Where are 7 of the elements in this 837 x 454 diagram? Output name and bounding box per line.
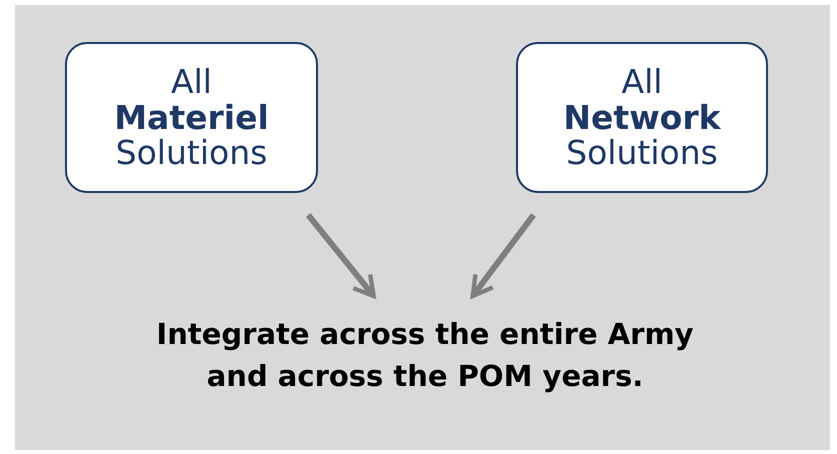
arrow — [306, 213, 376, 298]
arrow — [470, 213, 536, 298]
box-label: All Materiel Solutions — [113, 64, 270, 171]
box-label: All Network Solutions — [562, 64, 722, 171]
conclusion-text: Integrate across the entire Army and across the POM years. — [155, 316, 695, 395]
solutions-box — [516, 42, 768, 193]
solutions-box — [65, 42, 318, 193]
